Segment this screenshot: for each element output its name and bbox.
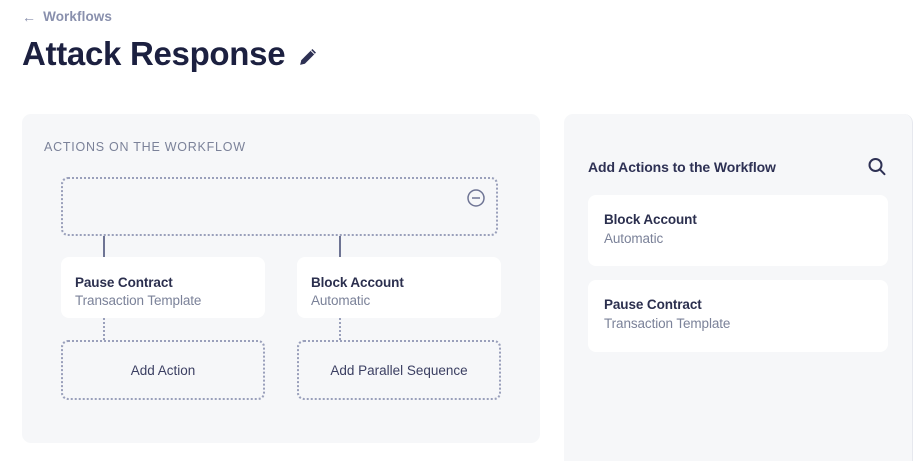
- arrow-left-icon: ←: [22, 8, 37, 25]
- panel-label-actions: ACTIONS ON THE WORKFLOW: [44, 140, 246, 154]
- action-card-branch-1[interactable]: Pause Contract Transaction Template: [61, 257, 265, 318]
- connector-trigger-branch-2: [339, 236, 341, 257]
- connector-branch-1-add: [103, 318, 105, 340]
- action-card-title: Pause Contract: [75, 275, 173, 290]
- action-card-title: Block Account: [311, 275, 404, 290]
- library-card-subtitle: Automatic: [604, 230, 664, 246]
- connector-branch-2-add: [339, 318, 341, 340]
- page-title: Attack Response: [22, 35, 286, 72]
- breadcrumb[interactable]: ← Workflows: [22, 9, 112, 24]
- add-action-button[interactable]: Add Action: [61, 340, 265, 400]
- action-card-subtitle: Transaction Template: [75, 293, 202, 309]
- breadcrumb-label: Workflows: [43, 9, 113, 24]
- action-library-header: Add Actions to the Workflow: [588, 156, 888, 178]
- list-item[interactable]: Block Account Automatic: [588, 195, 888, 267]
- connector-trigger-branch-1: [103, 236, 105, 257]
- library-card-title: Block Account: [604, 212, 697, 227]
- workflow-flow: Pause Contract Transaction Template Bloc…: [22, 114, 540, 443]
- page-title-row: Attack Response: [22, 35, 319, 72]
- trigger-node[interactable]: [61, 177, 498, 236]
- library-card-subtitle: Transaction Template: [604, 315, 731, 331]
- minus-circle-icon[interactable]: [466, 188, 486, 208]
- action-card-branch-2[interactable]: Block Account Automatic: [297, 257, 501, 318]
- list-item[interactable]: Pause Contract Transaction Template: [588, 280, 888, 352]
- action-library-title: Add Actions to the Workflow: [588, 159, 776, 175]
- action-library-panel: Add Actions to the Workflow Block Accoun…: [564, 114, 913, 461]
- add-parallel-sequence-button[interactable]: Add Parallel Sequence: [297, 340, 501, 400]
- action-card-subtitle: Automatic: [311, 293, 371, 309]
- action-library-list: Block Account Automatic Pause Contract T…: [588, 195, 888, 366]
- library-card-title: Pause Contract: [604, 297, 702, 313]
- add-action-label: Add Action: [130, 362, 196, 378]
- add-parallel-sequence-label: Add Parallel Sequence: [330, 362, 468, 378]
- workflow-canvas-panel: ACTIONS ON THE WORKFLOW Pause Contract T…: [22, 114, 540, 443]
- search-icon[interactable]: [866, 156, 888, 178]
- pencil-icon[interactable]: [297, 46, 319, 68]
